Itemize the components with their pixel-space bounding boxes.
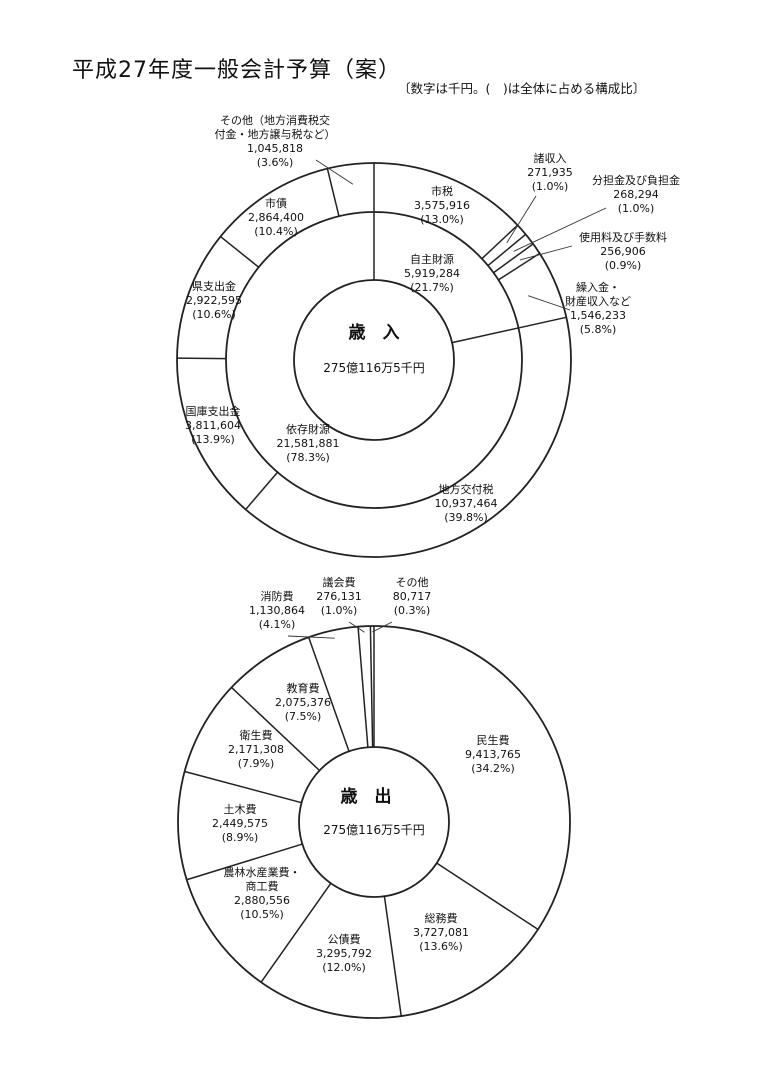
income-slice-boundary-3 <box>487 233 527 267</box>
expenditure-slice-boundary-8 <box>307 636 350 752</box>
expenditure-slice-boundary-10 <box>369 626 374 748</box>
income-slice-boundary-2 <box>481 224 519 260</box>
income-center-title: 歳 入 <box>349 322 400 343</box>
expenditure-slice-boundary-6 <box>184 770 302 804</box>
expenditure-leader-議会費 <box>348 621 365 633</box>
income-slice-boundary-4 <box>493 243 534 274</box>
income-center-circle <box>293 279 455 441</box>
page-title: 平成27年度一般会計予算（案） <box>72 58 401 83</box>
expenditure-slice-boundary-5 <box>186 843 303 881</box>
income-slice-boundary-5 <box>498 252 541 281</box>
income-slice-boundary-9 <box>220 235 260 268</box>
income-leader-諸収入 <box>506 195 537 244</box>
income-inner-boundary-2 <box>451 327 519 344</box>
expenditure-center-title: 歳 出 <box>341 786 392 807</box>
expenditure-slice-boundary-3 <box>383 896 402 1017</box>
income-leader-使用料 <box>519 245 573 261</box>
income-slice-boundary-7 <box>245 471 279 510</box>
income-leader-その他 <box>315 159 354 185</box>
income-label-その他: その他（地方消費税交付金・地方譲与税など）1,045,818(3.6%) <box>215 113 336 169</box>
income-leader-分担金 <box>513 207 607 252</box>
unit-note: 〔数字は千円。( )は全体に占める構成比〕 <box>398 81 646 96</box>
expenditure-leader-消防費 <box>287 635 335 639</box>
expenditure-center-total: 275億116万5千円 <box>323 823 424 837</box>
expenditure-slice-boundary-9 <box>357 626 369 748</box>
expenditure-center-circle <box>298 746 450 898</box>
expenditure-slice-boundary-4 <box>260 882 332 983</box>
income-leader-繰入金 <box>527 295 571 311</box>
expenditure-leader-その他 <box>372 621 393 633</box>
income-slice-boundary-10 <box>326 168 340 217</box>
income-slice-boundary-6 <box>518 316 567 329</box>
expenditure-slice-boundary-7 <box>230 686 320 772</box>
expenditure-slice-boundary-2 <box>436 862 539 931</box>
income-center-total: 275億116万5千円 <box>323 361 424 375</box>
